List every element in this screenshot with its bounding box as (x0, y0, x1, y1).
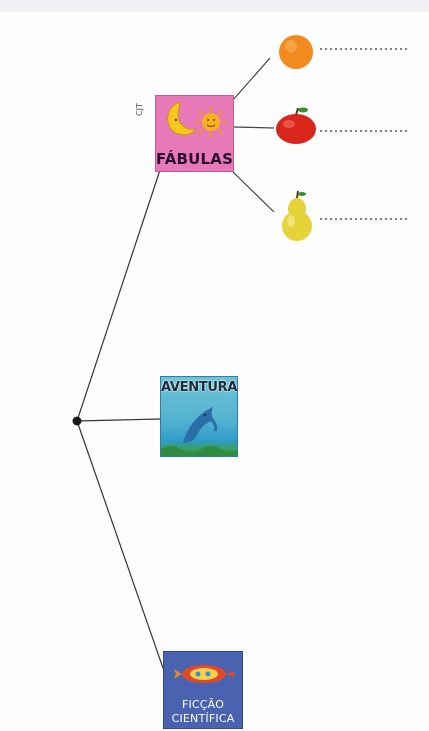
branch-line-aventura (76, 418, 161, 422)
side-note: CJT (135, 103, 144, 116)
aventura-label: AVENTURA (161, 380, 238, 395)
dolphin-icon (161, 407, 237, 456)
fabulas-label: FÁBULAS (156, 150, 234, 168)
branch-line-orange (232, 57, 271, 101)
moon-sun-icon (167, 101, 226, 137)
ficcao-label-line2: CIENTÍFICA (171, 712, 235, 725)
rocket-icon (174, 665, 234, 683)
pear-icon (282, 190, 312, 241)
apple-icon (276, 107, 316, 144)
ficcao-label: FICÇÃO CIENTÍFICA (164, 698, 242, 726)
aventura-card: AVENTURA (160, 376, 238, 457)
ficcao-card: FICÇÃO CIENTÍFICA (163, 651, 243, 729)
branch-line-ficcao (76, 420, 164, 669)
orange-icon (279, 35, 313, 69)
branch-line-pear (232, 171, 275, 213)
branch-line-fabulas (76, 169, 161, 422)
top-band (0, 0, 429, 12)
branch-line-apple (232, 126, 275, 129)
ficcao-label-line1: FICÇÃO (181, 698, 225, 711)
fabulas-card: FÁBULAS (155, 95, 234, 172)
root-node (72, 416, 82, 426)
